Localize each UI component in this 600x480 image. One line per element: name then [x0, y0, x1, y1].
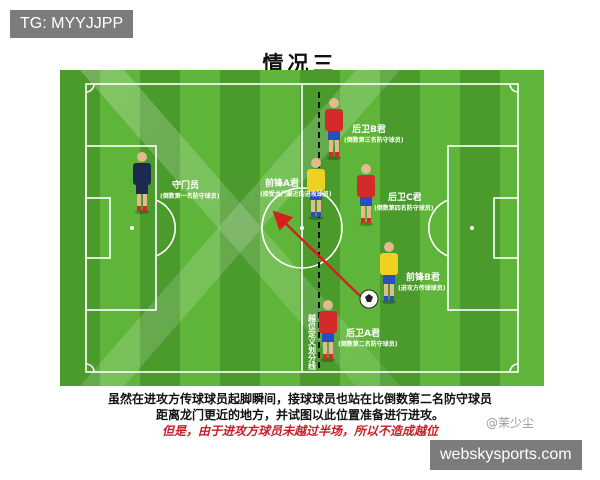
player-forward-a [307, 158, 325, 220]
label-forward-a: 前锋A君 [265, 177, 299, 189]
caption-line-1: 虽然在进攻方传球球员起脚瞬间，接球球员也站在比倒数第二名防守球员 [107, 392, 492, 406]
sublabel-defender-c: (倒数第四名防守球员) [374, 204, 434, 212]
pitch-lines [85, 83, 519, 373]
player-goalkeeper [133, 152, 151, 214]
player-defender-a [319, 300, 337, 362]
player-defender-c [357, 164, 375, 226]
sublabel-goalkeeper: (倒数第一名防守球员) [160, 192, 220, 200]
label-forward-b: 前锋B君 [406, 271, 440, 283]
player-forward-b [380, 242, 398, 304]
ball [359, 289, 379, 309]
label-defender-a: 后卫A君 [346, 327, 380, 339]
label-defender-b: 后卫B君 [352, 123, 386, 135]
author-watermark: @茉少尘 [486, 416, 535, 430]
sublabel-defender-b: (倒数第三名防守球员) [344, 136, 404, 144]
top-left-tag: TG: MYYJJPP [10, 10, 134, 38]
caption-line-3: 但是，由于进攻方球员未越过半场，所以不造成越位 [161, 424, 438, 438]
pass-arrow [272, 210, 361, 297]
player-defender-b [325, 98, 343, 160]
sublabel-defender-a: (倒数第二名防守球员) [338, 340, 398, 348]
sublabel-forward-b: (进攻方传球球员) [398, 284, 446, 292]
bottom-right-tag: webskysports.com [430, 440, 582, 470]
pitch-spots [130, 226, 474, 230]
label-defender-c: 后卫C君 [388, 191, 422, 203]
football-pitch: 越位定义划分线 [60, 70, 544, 386]
label-goalkeeper: 守门员 [172, 179, 199, 191]
caption-line-2: 距离龙门更近的地方，并试图以此位置准备进行进攻。 [155, 408, 444, 422]
offside-line-label: 越位定义划分线 [307, 313, 317, 371]
sublabel-forward-a: (接受龙门最近的进攻球员) [260, 190, 332, 198]
